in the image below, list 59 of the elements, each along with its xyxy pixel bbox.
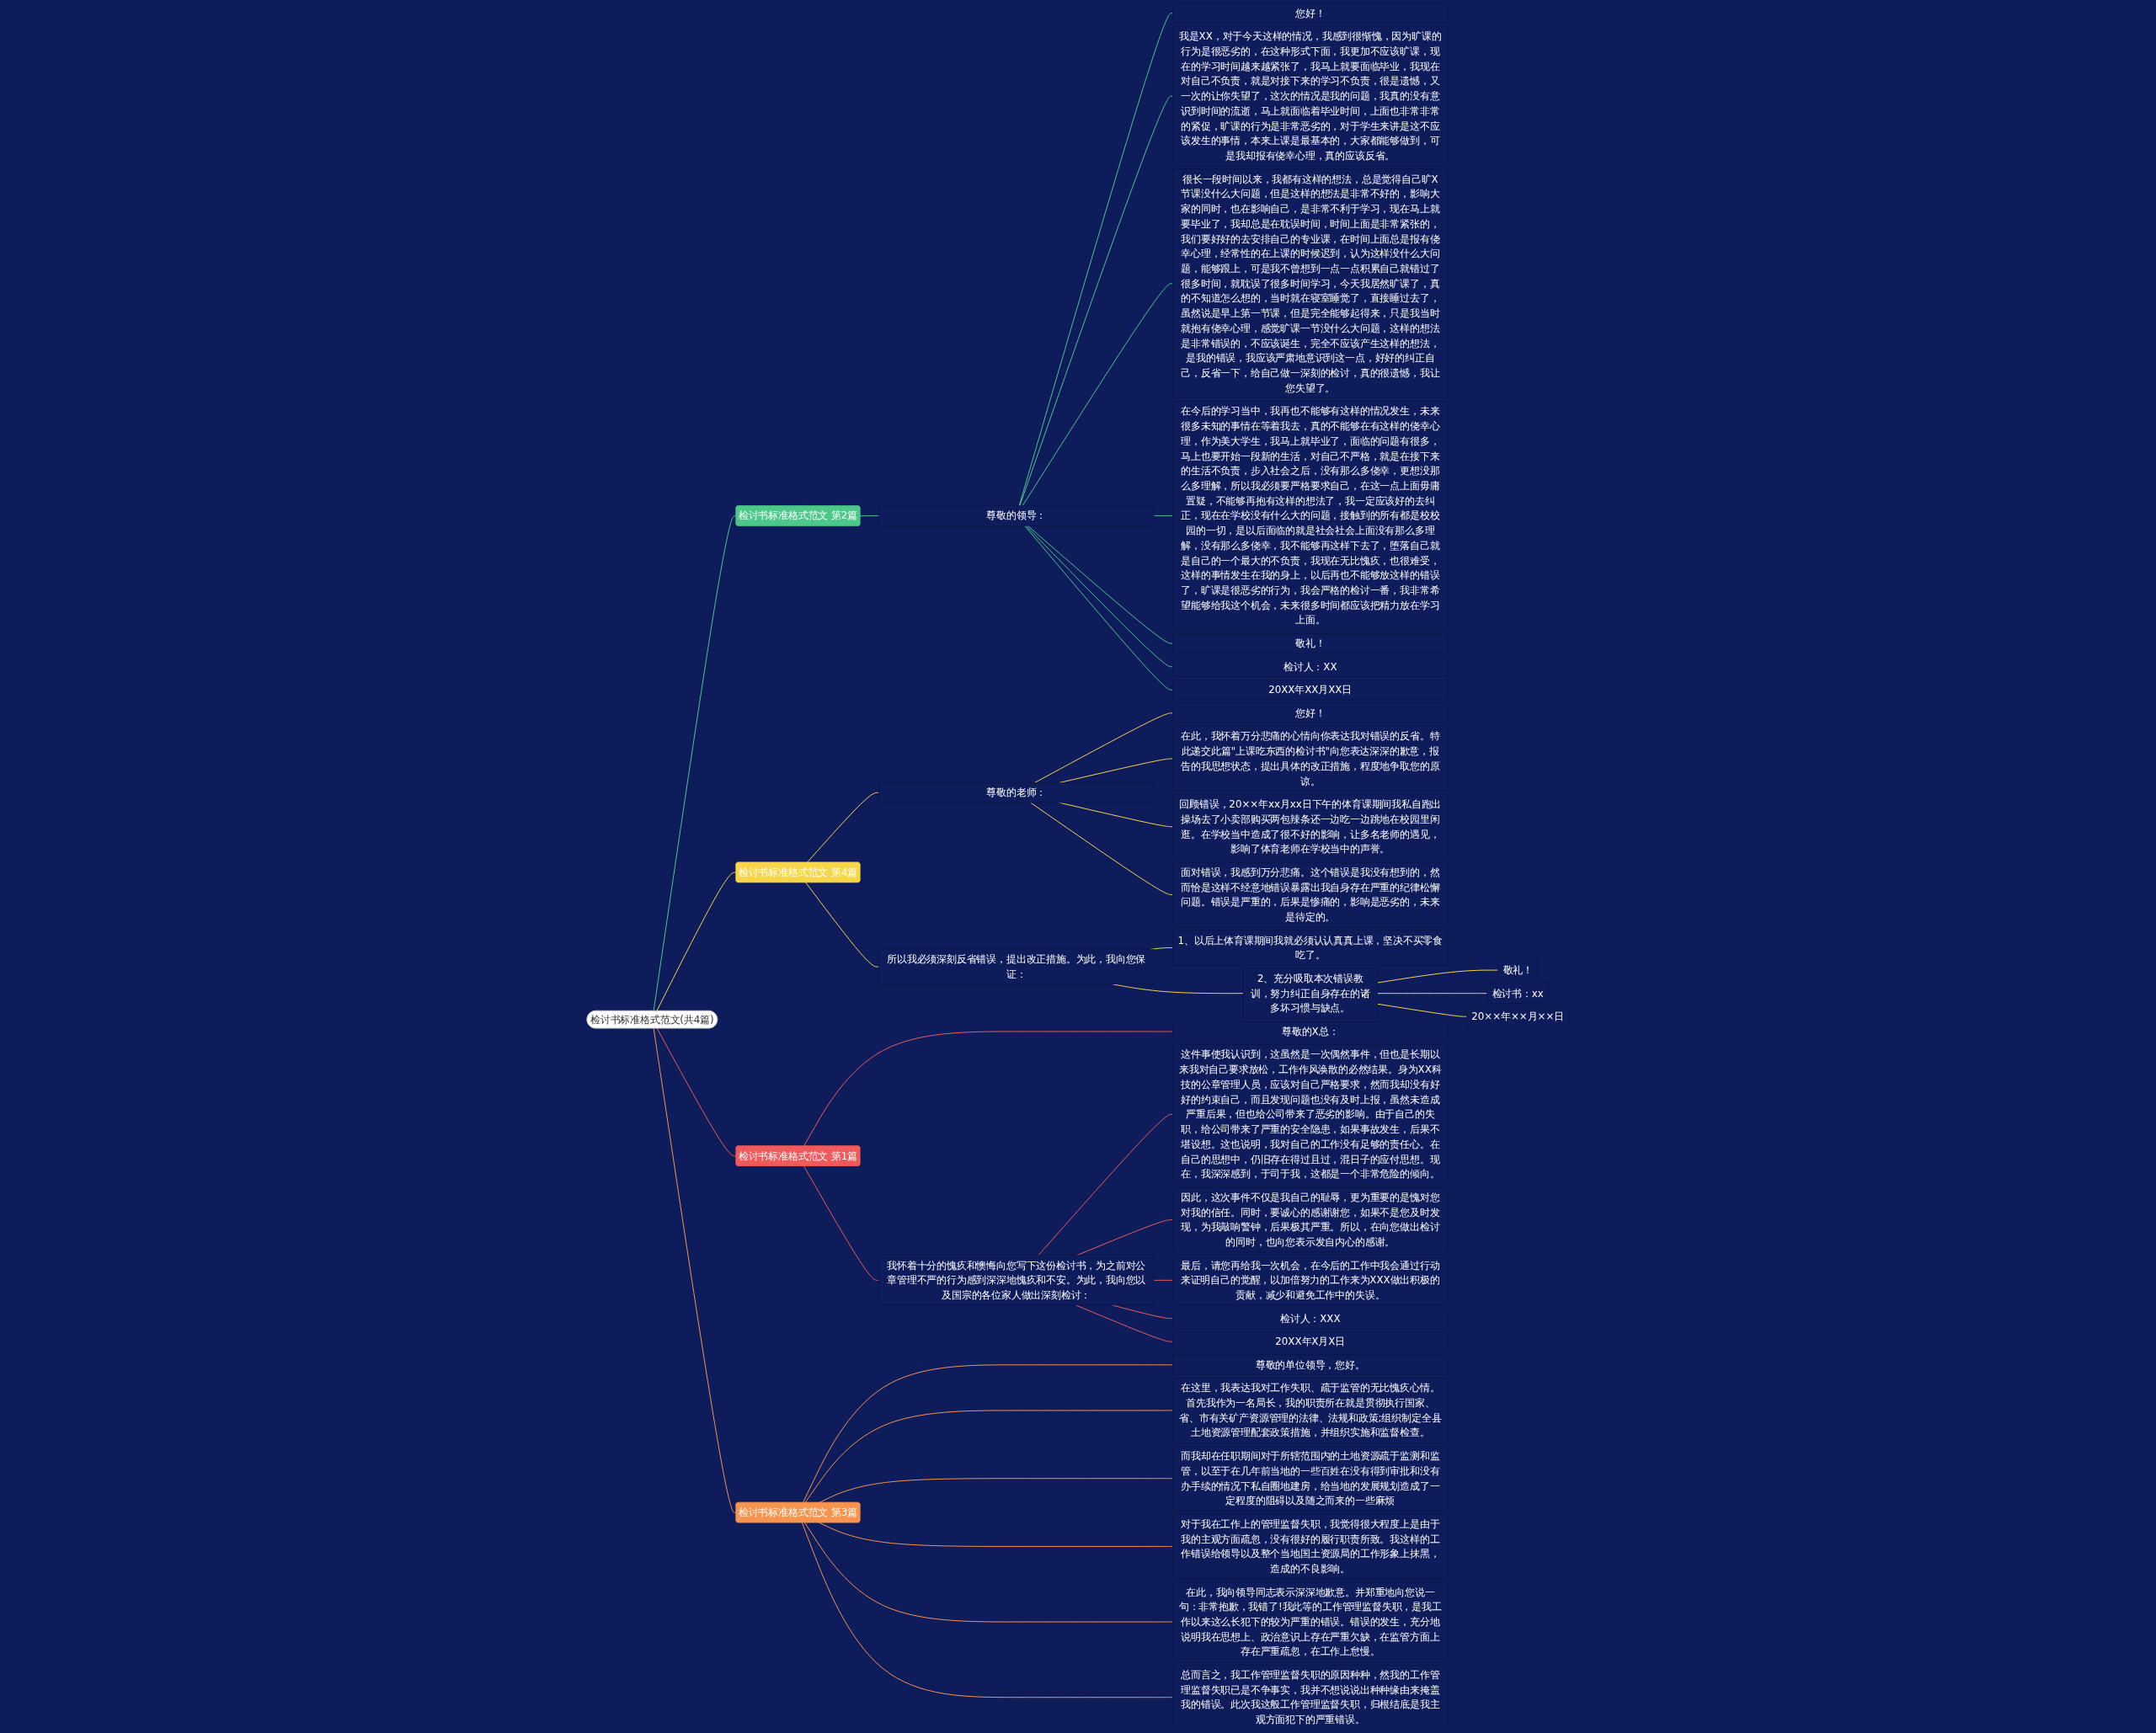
node-box: [1172, 656, 1449, 677]
connector: [804, 1410, 1173, 1503]
node-box: [1172, 1581, 1449, 1662]
node-box: [1172, 1186, 1449, 1253]
connector: [1034, 712, 1173, 784]
node-box: [878, 1255, 1155, 1306]
connector: [859, 515, 879, 517]
node-box: [1172, 1255, 1449, 1306]
node-box: [1172, 726, 1449, 792]
node-box: [1172, 3, 1449, 24]
node-box: [1172, 633, 1449, 654]
connector: [1377, 993, 1488, 994]
node-box: [1172, 1021, 1449, 1042]
node-box: [878, 949, 1155, 985]
connector: [1030, 802, 1173, 895]
connector: [1019, 95, 1173, 507]
node-box: [1497, 960, 1539, 981]
connector: [803, 1165, 879, 1281]
node-box: [1242, 968, 1378, 1019]
connector: [805, 882, 879, 968]
node-box: [1172, 168, 1449, 398]
node-box: [1172, 401, 1449, 631]
node-box: [1466, 1006, 1570, 1027]
node-box: [1172, 1446, 1449, 1512]
connector: [1153, 515, 1173, 516]
node-box: [1172, 930, 1449, 966]
connector: [1038, 1113, 1173, 1256]
node-box: [1172, 1044, 1449, 1185]
connector: [656, 1027, 737, 1157]
connector: [1022, 283, 1173, 507]
connector: [653, 515, 737, 1012]
connector: [802, 1364, 1173, 1503]
node-box: [1172, 1378, 1449, 1443]
node-box: [1172, 1665, 1449, 1730]
node-box: [1172, 26, 1449, 167]
node-box: [1172, 680, 1449, 701]
connector: [803, 1031, 1173, 1147]
connector: [1018, 13, 1173, 507]
node-box: [1172, 1354, 1449, 1375]
node-box: [1172, 702, 1449, 723]
node-box: [1172, 794, 1449, 860]
node-box: [1172, 1331, 1449, 1352]
node-box: [1172, 861, 1449, 928]
connector: [653, 1027, 737, 1513]
node-box: [1172, 1513, 1449, 1580]
node-box: [878, 505, 1155, 526]
connector: [801, 1522, 1173, 1698]
connector: [819, 1522, 1173, 1547]
connector: [803, 1522, 1173, 1623]
connector: [819, 1478, 1173, 1503]
connector: [806, 792, 879, 863]
connector: [1153, 1279, 1173, 1281]
node-box: [878, 782, 1155, 803]
node-box: [1486, 983, 1549, 1004]
connector: [1377, 969, 1499, 984]
connector: [1377, 1003, 1467, 1017]
connector: [1027, 525, 1173, 644]
node-box: [1172, 1308, 1449, 1329]
connector: [656, 872, 737, 1012]
